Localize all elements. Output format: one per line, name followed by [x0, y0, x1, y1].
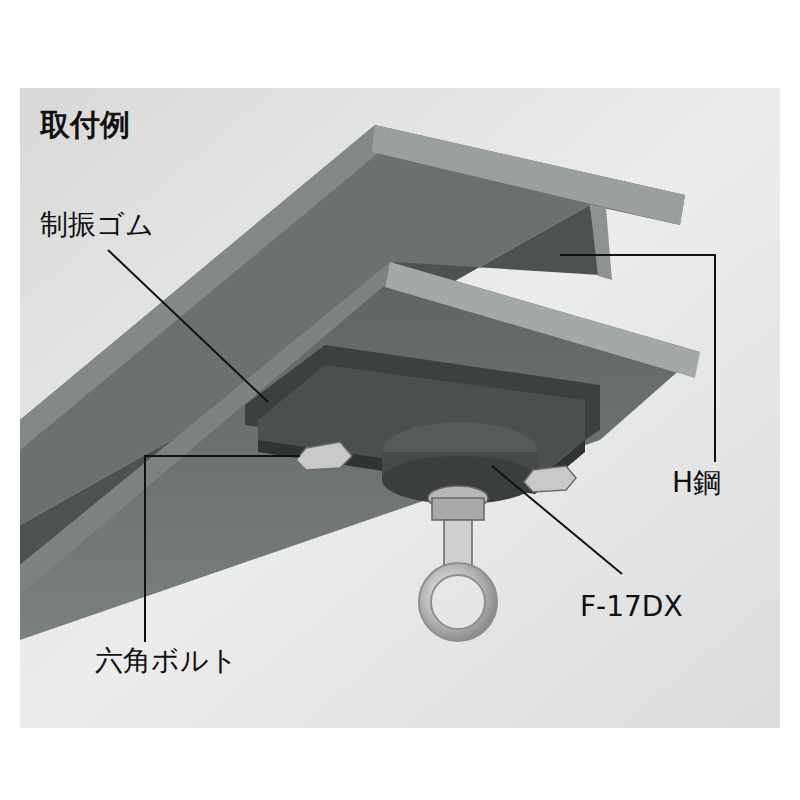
part-label: F-17DX — [580, 592, 683, 623]
diagram-title: 取付例 — [40, 108, 130, 141]
leader-lines — [108, 250, 715, 642]
part-label: 制振ゴム — [40, 210, 154, 241]
part-label: 六角ボルト — [95, 646, 238, 677]
part-label: H鋼 — [672, 468, 721, 499]
